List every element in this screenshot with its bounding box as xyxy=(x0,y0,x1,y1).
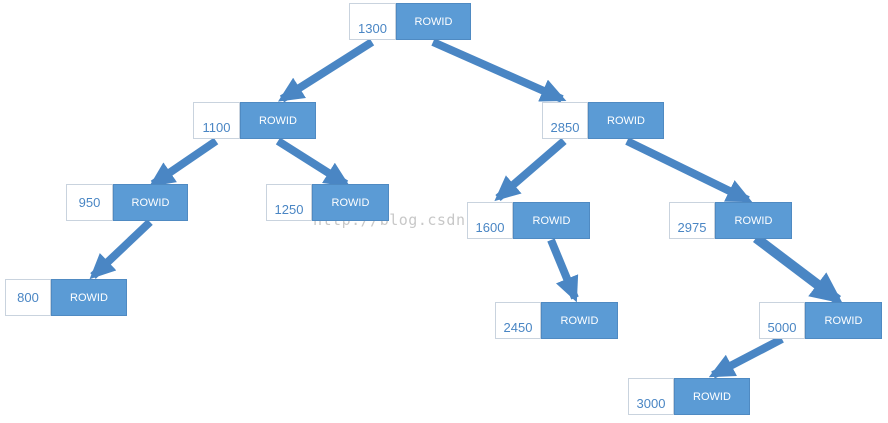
rowid-cell: ROWID xyxy=(240,102,316,139)
node-key: 1100 xyxy=(193,102,240,139)
node-key: 1250 xyxy=(266,184,312,221)
node-key: 2975 xyxy=(669,202,715,239)
node-key: 1600 xyxy=(467,202,513,239)
edge-5000-3000 xyxy=(708,335,784,379)
rowid-cell: ROWID xyxy=(312,184,389,221)
rowid-cell: ROWID xyxy=(113,184,188,221)
edge-2850-1600 xyxy=(494,137,567,202)
tree-node: 1300 ROWID xyxy=(349,3,471,40)
node-key: 950 xyxy=(66,184,113,221)
node-key: 800 xyxy=(5,279,51,316)
tree-node: 3000 ROWID xyxy=(628,378,750,415)
tree-node: 800 ROWID xyxy=(5,279,127,316)
node-key: 1300 xyxy=(349,3,396,40)
tree-node: 1100 ROWID xyxy=(193,102,316,139)
node-key: 2850 xyxy=(542,102,588,139)
rowid-cell: ROWID xyxy=(805,302,882,339)
node-key: 5000 xyxy=(759,302,805,339)
rowid-cell: ROWID xyxy=(715,202,792,239)
tree-node: 1250 ROWID xyxy=(266,184,389,221)
rowid-cell: ROWID xyxy=(674,378,750,415)
tree-node: 5000 ROWID xyxy=(759,302,882,339)
rowid-cell: ROWID xyxy=(513,202,590,239)
tree-node: 950 ROWID xyxy=(66,184,188,221)
tree-node: 2450 ROWID xyxy=(495,302,618,339)
tree-node: 2975 ROWID xyxy=(669,202,792,239)
tree-node: 2850 ROWID xyxy=(542,102,664,139)
edge-1100-950 xyxy=(149,137,219,188)
node-key: 3000 xyxy=(628,378,674,415)
edge-1100-1250 xyxy=(275,137,351,188)
edge-1600-2450 xyxy=(547,238,579,303)
rowid-cell: ROWID xyxy=(51,279,127,316)
edge-1300-2850 xyxy=(431,38,567,103)
rowid-cell: ROWID xyxy=(541,302,618,339)
edge-950-800 xyxy=(89,219,153,280)
rowid-cell: ROWID xyxy=(588,102,664,139)
edge-2850-2975 xyxy=(625,137,753,204)
rowid-cell: ROWID xyxy=(396,3,471,40)
tree-node: 1600 ROWID xyxy=(467,202,590,239)
edge-2975-5000 xyxy=(752,234,843,304)
edge-1300-1100 xyxy=(277,38,375,103)
node-key: 2450 xyxy=(495,302,541,339)
